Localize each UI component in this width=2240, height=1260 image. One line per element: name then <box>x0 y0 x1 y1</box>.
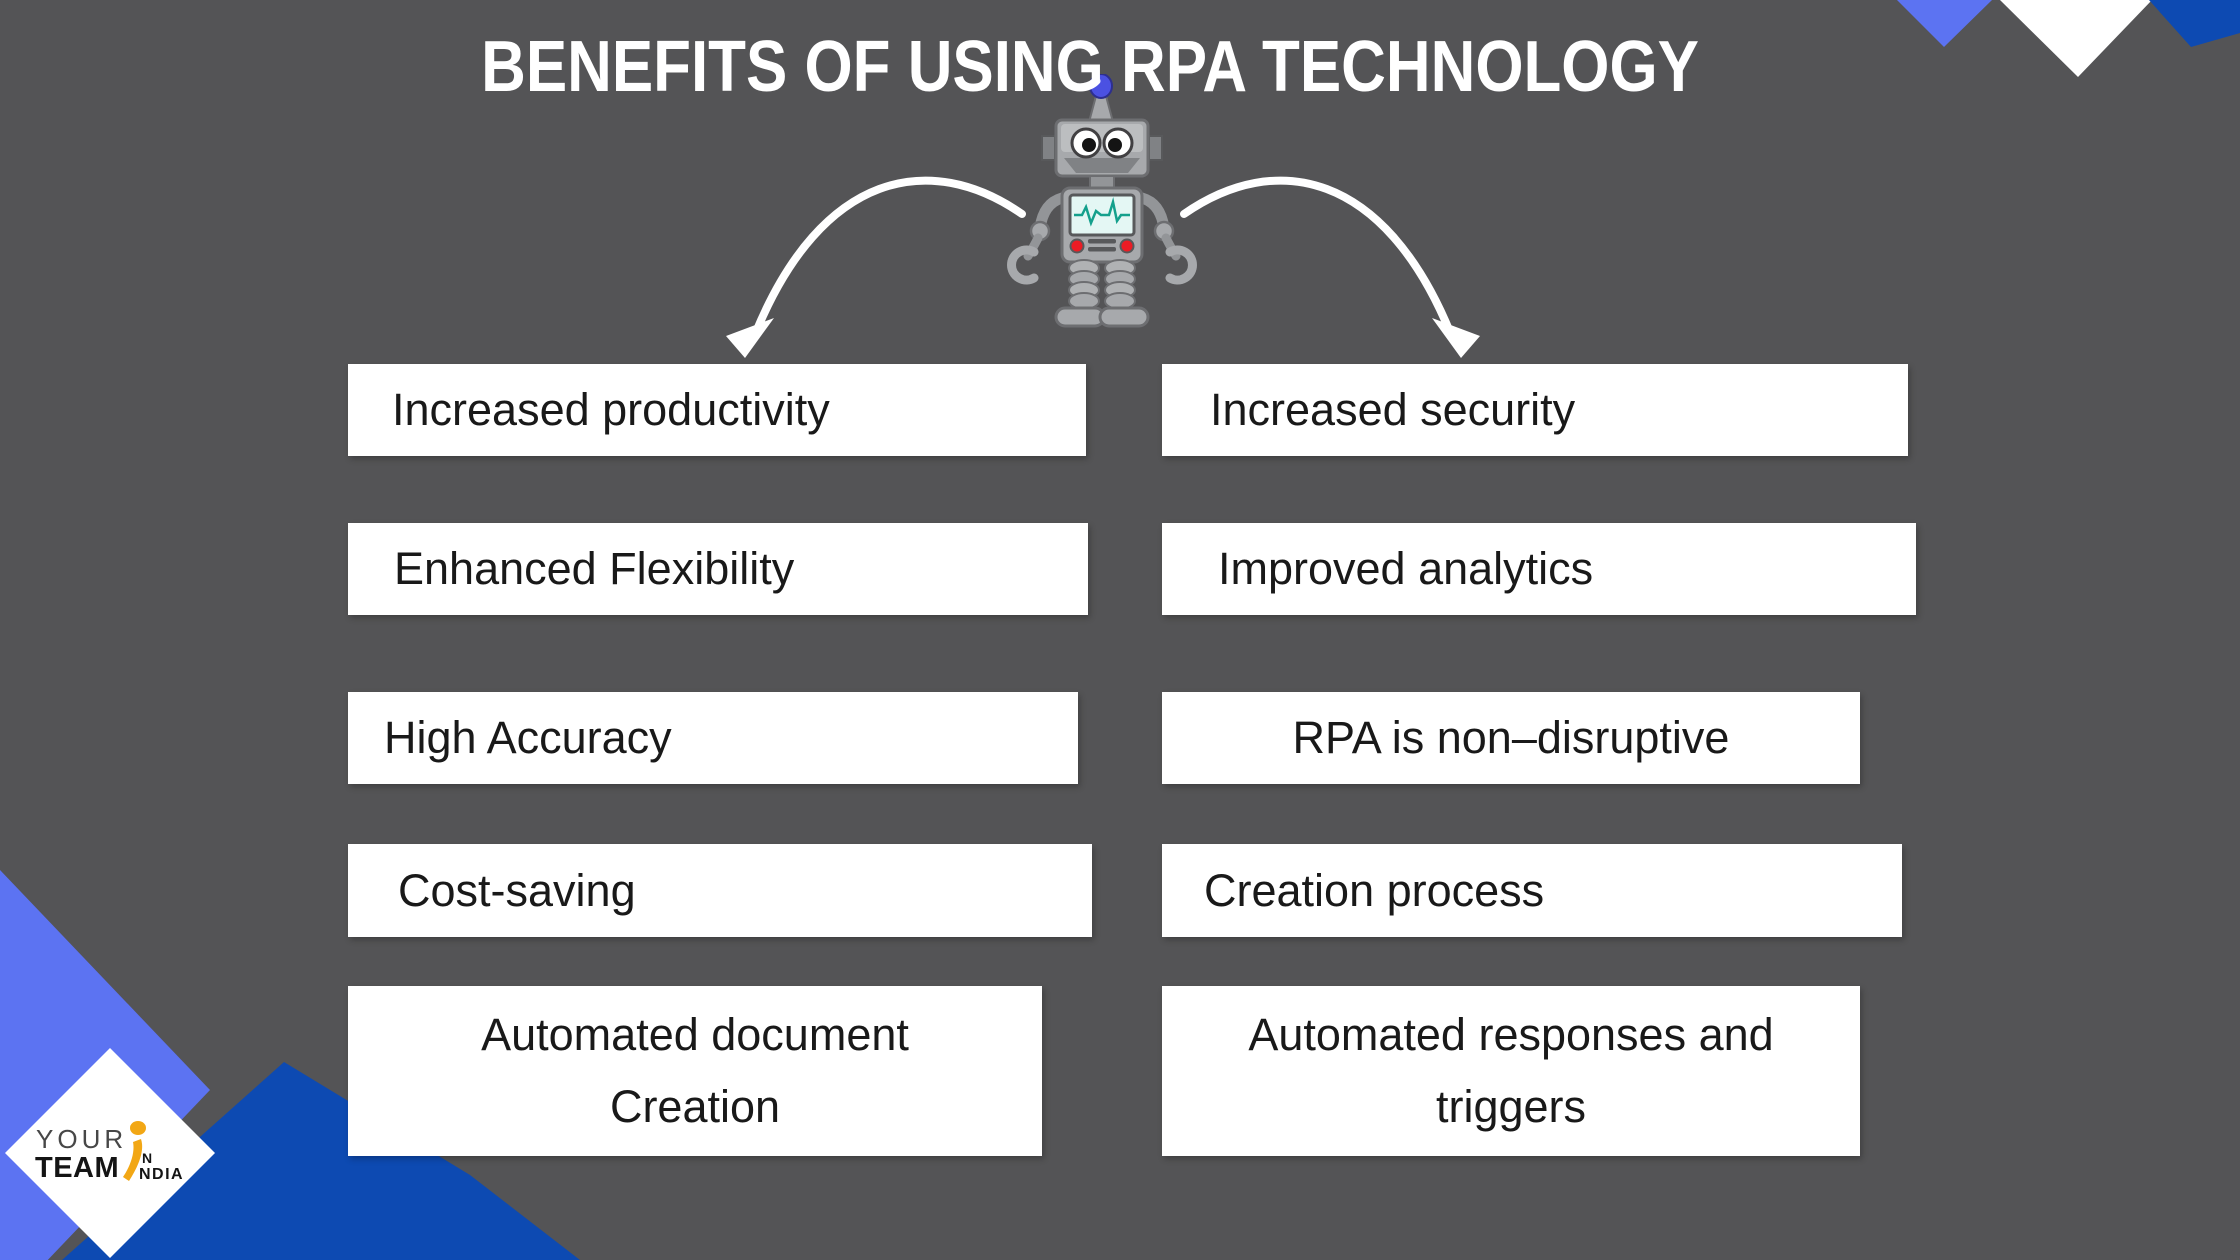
robot-ear-right <box>1148 135 1163 161</box>
robot-claw-left <box>1007 245 1039 285</box>
benefit-box-increased-security: Increased security <box>1162 364 1908 456</box>
arrowhead-left-icon <box>726 318 774 358</box>
benefit-label: Cost-saving <box>398 864 636 916</box>
curved-arrow-left <box>752 176 1026 336</box>
robot-pupil-right <box>1108 138 1122 152</box>
robot-vent-bottom <box>1088 247 1116 252</box>
benefit-box-high-accuracy: High Accuracy <box>348 692 1078 784</box>
benefit-label: Increased productivity <box>392 384 830 435</box>
logo-word-ndia: NDIA <box>139 1166 185 1183</box>
your-team-in-india-logo: YOUR TEAM N NDIA <box>30 1118 190 1198</box>
robot-button-left <box>1069 238 1085 254</box>
benefit-box-automated-responses-triggers: Automated responses and triggers <box>1162 986 1860 1156</box>
benefit-box-improved-analytics: Improved analytics <box>1162 523 1916 615</box>
benefit-label: High Accuracy <box>384 712 672 763</box>
robot-ekg-line <box>1074 197 1130 227</box>
top-right-periwinkle-triangle <box>1897 0 1992 47</box>
robot-vent-top <box>1088 239 1116 244</box>
robot-button-right <box>1119 238 1135 254</box>
benefit-label-line2: triggers <box>1435 1081 1587 1132</box>
robot-pupil-left <box>1082 138 1096 152</box>
benefit-box-creation-process: Creation process <box>1162 844 1902 937</box>
logo-word-team: TEAM <box>35 1152 120 1184</box>
logo-letter-n: N <box>142 1150 153 1166</box>
top-right-blue-triangle <box>2149 0 2240 47</box>
robot-claw-right <box>1165 245 1197 285</box>
robot-neck <box>1089 175 1115 189</box>
robot-foot-left <box>1054 306 1106 328</box>
benefit-box-cost-saving: Cost-saving <box>348 844 1092 937</box>
benefit-label-line1: Automated responses and <box>1248 1009 1774 1060</box>
benefit-label: Improved analytics <box>1218 543 1594 594</box>
robot-antenna-glint <box>1093 78 1101 84</box>
robot-ear-left <box>1041 135 1056 161</box>
benefit-label: Enhanced Flexibility <box>394 543 795 594</box>
benefit-label-line1: Automated document <box>481 1009 909 1060</box>
benefit-label: Increased security <box>1210 384 1576 435</box>
benefit-box-automated-document-creation: Automated document Creation <box>348 986 1042 1156</box>
logo-orange-i-icon <box>123 1121 146 1181</box>
benefit-box-rpa-non-disruptive: RPA is non–disruptive <box>1162 692 1860 784</box>
robot-jaw <box>1064 158 1140 173</box>
benefit-label-line2: Creation <box>609 1081 781 1132</box>
page-title-text: BENEFITS OF USING RPA TECHNOLOGY <box>481 27 1699 107</box>
benefit-label: RPA is non–disruptive <box>1292 712 1730 763</box>
logo-white-diamond <box>5 1048 215 1258</box>
curved-arrow-right <box>1180 176 1454 336</box>
logo-word-your: YOUR <box>36 1124 128 1154</box>
bottom-left-blue-mountain <box>62 1062 580 1260</box>
robot-foot-right <box>1098 306 1150 328</box>
benefit-box-enhanced-flexibility: Enhanced Flexibility <box>348 523 1088 615</box>
benefit-label: Creation process <box>1204 864 1545 916</box>
benefit-box-increased-productivity: Increased productivity <box>348 364 1086 456</box>
robot-illustration <box>1007 74 1197 328</box>
top-right-white-triangle <box>2000 0 2152 77</box>
page-title: BENEFITS OF USING RPA TECHNOLOGY <box>0 26 2180 108</box>
arrowhead-right-icon <box>1432 318 1480 358</box>
